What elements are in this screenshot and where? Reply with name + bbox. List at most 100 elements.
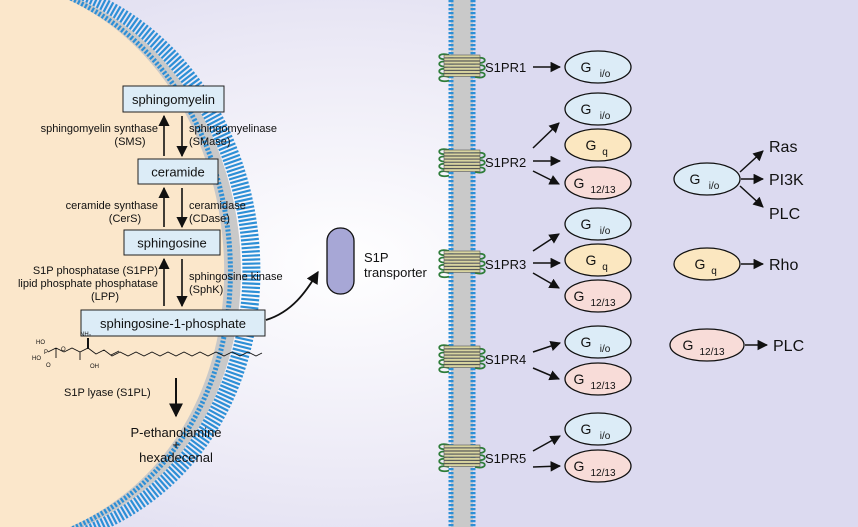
svg-text:q: q	[602, 147, 608, 158]
receptor-helix	[443, 155, 481, 160]
receptor-helix	[443, 54, 481, 58]
receptor-helix	[443, 64, 481, 68]
receptor-helix	[443, 263, 481, 267]
receptor-loops	[438, 344, 486, 374]
svg-text:i/o: i/o	[600, 69, 611, 80]
ceramide-label: ceramide	[151, 165, 204, 180]
gprotein-gio-s1pr1: G i/o	[564, 50, 632, 84]
svg-text:q: q	[602, 262, 608, 273]
sms-abbrev: (SMS)	[114, 136, 145, 148]
svg-text:12/13: 12/13	[590, 298, 615, 309]
receptor-label-s1pr1: S1PR1	[485, 60, 526, 75]
receptor-s1pr3	[438, 249, 486, 279]
sphk-abbrev: (SphK)	[189, 284, 223, 296]
receptor-helix	[443, 250, 481, 254]
receptor-helix	[443, 168, 481, 172]
s1p-box: sphingosine-1-phosphate	[80, 309, 266, 337]
receptor-helix	[443, 162, 481, 166]
receptor-helix	[443, 253, 481, 257]
receptor-helix	[443, 57, 481, 61]
sphingosine-box: sphingosine	[123, 229, 221, 256]
receptor-helix	[443, 260, 481, 264]
receptor-loops	[438, 443, 486, 473]
effector-arrows	[739, 150, 769, 351]
sms-label: sphingomyelin synthase	[41, 123, 158, 135]
svg-text:12/13: 12/13	[699, 347, 724, 358]
receptor-arrows	[532, 61, 562, 472]
cers-label: ceramide synthase	[66, 200, 158, 212]
receptor-helix	[443, 351, 481, 356]
receptor-label-s1pr4: S1PR4	[485, 352, 526, 367]
gprotein-g1213-s1pr3: G 12/13	[564, 279, 632, 313]
product-hexadecenal: hexadecenal	[139, 450, 213, 465]
s1p-label: sphingosine-1-phosphate	[100, 316, 246, 331]
receptor-helix	[443, 266, 481, 270]
lyase-label: S1P lyase (S1PL)	[64, 387, 151, 399]
receptor-helix	[443, 70, 481, 74]
receptor-helix	[443, 364, 481, 368]
svg-text:12/13: 12/13	[590, 468, 615, 479]
svg-text:G: G	[574, 371, 585, 387]
receptor-helix	[443, 358, 481, 362]
receptor-helix	[443, 269, 481, 273]
transporter-label-line1: S1P	[364, 250, 389, 265]
cdase-abbrev: (CDase)	[189, 213, 230, 225]
gprotein-gio-s1pr4: G i/o	[564, 325, 632, 359]
receptor-helix	[443, 444, 481, 448]
svg-text:G: G	[581, 334, 592, 350]
lpp-label: lipid phosphate phosphatase	[18, 278, 158, 290]
cdase-label: ceramidase	[189, 200, 246, 212]
receptor-label-s1pr3: S1PR3	[485, 257, 526, 272]
receptor-helix	[443, 67, 481, 71]
svg-text:i/o: i/o	[600, 344, 611, 355]
gprotein-gq-s1pr3: G q	[564, 243, 632, 277]
lpp-abbrev: (LPP)	[91, 291, 119, 303]
effector-rho: Rho	[769, 257, 798, 274]
effector-gio: G i/o	[673, 162, 741, 196]
sphingomyelin-label: sphingomyelin	[132, 92, 215, 107]
receptor-helix	[443, 348, 481, 352]
export-arrow	[265, 270, 319, 321]
cytoplasm	[0, 0, 224, 527]
product-p-ethanolamine: P-ethanolamine	[130, 425, 221, 440]
extracellular-right-panel	[462, 0, 858, 527]
sphingomyelin-box: sphingomyelin	[122, 85, 225, 113]
svg-text:G: G	[574, 175, 585, 191]
receptor-helix	[443, 152, 481, 156]
receptor-helix	[443, 460, 481, 464]
receptor-s1pr5	[438, 443, 486, 473]
effector-pi3k: PI3K	[769, 172, 804, 189]
receptor-label-s1pr2: S1PR2	[485, 155, 526, 170]
receptor-s1pr2	[438, 148, 486, 178]
svg-text:i/o: i/o	[600, 226, 611, 237]
chem-o-bottom: O	[46, 363, 51, 369]
svg-text:G: G	[581, 421, 592, 437]
smase-label: sphingomyelinase	[189, 123, 277, 135]
sphingosine-label: sphingosine	[137, 236, 206, 251]
effector-gq: G q	[673, 247, 741, 281]
svg-text:G: G	[581, 101, 592, 117]
receptor-helix	[443, 73, 481, 77]
receptor-s1pr1	[438, 53, 486, 83]
receptor-helix	[443, 256, 481, 261]
chem-ho-top: HO	[36, 340, 45, 346]
receptor-helix	[443, 345, 481, 349]
gprotein-g1213-s1pr5: G 12/13	[564, 449, 632, 483]
effector-g1213: G 12/13	[669, 328, 745, 362]
svg-text:G: G	[695, 256, 706, 272]
membrane-inner-heads	[0, 0, 233, 527]
ceramide-box: ceramide	[137, 158, 219, 185]
receptor-helix	[443, 454, 481, 458]
svg-text:G: G	[683, 337, 694, 353]
receptor-helix	[443, 457, 481, 461]
gprotein-gio-s1pr5: G i/o	[564, 412, 632, 446]
membrane-outer-heads	[0, 0, 261, 527]
receptor-helix	[443, 450, 481, 455]
svg-text:i/o: i/o	[600, 111, 611, 122]
receptor-helix	[443, 165, 481, 169]
svg-text:i/o: i/o	[600, 431, 611, 442]
receptor-helix	[443, 149, 481, 153]
svg-text:G: G	[586, 137, 597, 153]
receptor-helix	[443, 159, 481, 163]
